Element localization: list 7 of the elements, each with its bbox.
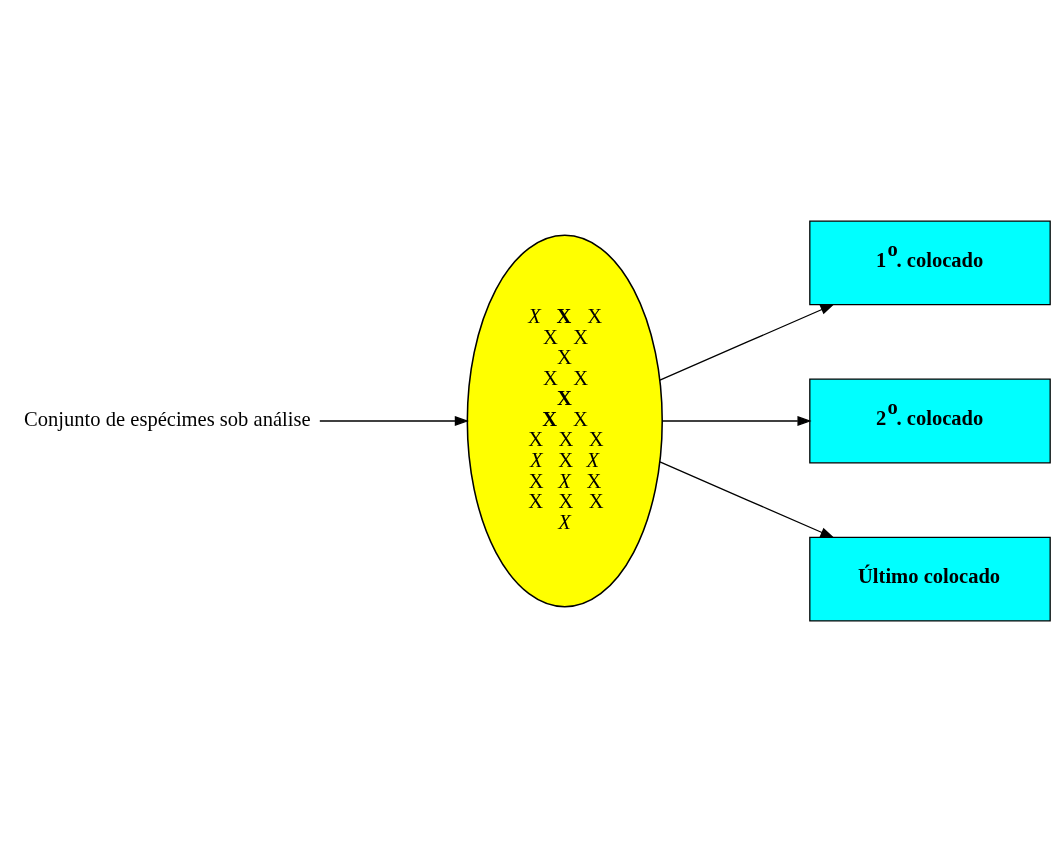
arrow bbox=[661, 415, 812, 426]
arrow bbox=[659, 460, 835, 538]
arrow bbox=[319, 415, 469, 426]
arrow bbox=[659, 303, 835, 381]
node-text: Conjunto de espécimes sob análise bbox=[24, 407, 311, 430]
node-ellipse: X X X X X X X X X X X X X X X X X X X X X X X X bbox=[466, 234, 663, 607]
node-box: Último colocado bbox=[809, 536, 1051, 621]
